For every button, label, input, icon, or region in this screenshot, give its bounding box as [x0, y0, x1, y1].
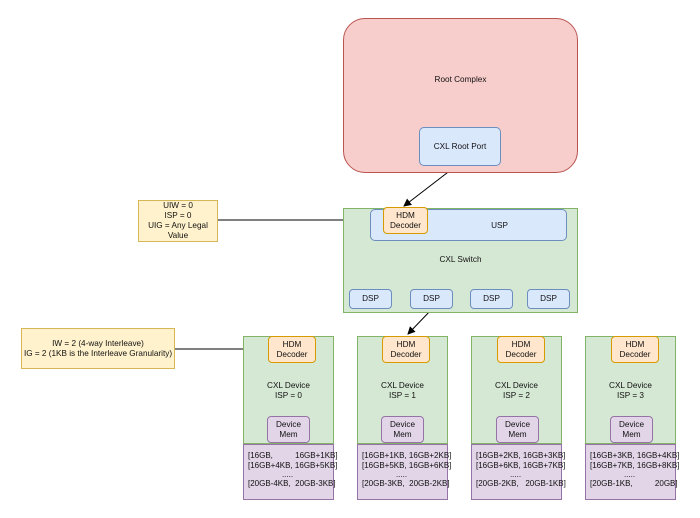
- device-0-hdm-decoder: HDM Decoder: [268, 336, 316, 363]
- switch-note-line-4: Value: [167, 231, 189, 240]
- device-2-range-1: [16GB+2KB, 16GB+3KB]: [476, 451, 566, 460]
- device-note-line-2: IG = 2 (1KB is the Interleave Granularit…: [23, 348, 173, 358]
- device-1-address-ranges: [16GB+1KB, 16GB+2KB] [16GB+5KB, 16GB+6KB…: [357, 444, 452, 500]
- device-0-hdm-label: HDM Decoder: [276, 339, 308, 359]
- device-0-range-1: [16GB, 16GB+1KB]: [248, 451, 338, 460]
- device-3-address-ranges: [16GB+3KB, 16GB+4KB] [16GB+7KB, 16GB+8KB…: [585, 444, 680, 500]
- device-1-mem: Device Mem: [381, 416, 424, 443]
- device-1-range-2: [16GB+5KB, 16GB+6KB]: [362, 461, 452, 470]
- device-0-mem: Device Mem: [267, 416, 310, 443]
- cxl-root-port-label: CXL Root Port: [433, 141, 487, 151]
- device-1-isp: ISP = 1: [389, 391, 416, 400]
- device-1-hdm-label: HDM Decoder: [390, 339, 422, 359]
- switch-note-line-2: ISP = 0: [164, 211, 192, 220]
- device-1-mem-label: Device Mem: [389, 419, 416, 439]
- device-3-hdm-decoder: HDM Decoder: [611, 336, 659, 363]
- device-0-range-3: [20GB-4KB, 20GB-3KB]: [248, 479, 336, 488]
- device-3-mem-label: Device Mem: [618, 419, 645, 439]
- device-0-isp: ISP = 0: [275, 391, 302, 400]
- usp-label: USP: [491, 221, 508, 230]
- arrow-dsp-to-device-hdm: [407, 308, 433, 335]
- device-3-range-ellipsis: .....: [623, 470, 636, 479]
- device-2-mem-label: Device Mem: [504, 419, 531, 439]
- device-1-range-ellipsis: .....: [395, 470, 408, 479]
- dsp-0: DSP: [349, 289, 392, 309]
- device-3-range-2: [16GB+7KB, 16GB+8KB]: [590, 461, 680, 470]
- switch-hdm-decoder-label: HDM Decoder: [390, 210, 421, 230]
- cxl-switch-label: CXL Switch: [439, 255, 482, 264]
- dsp-3: DSP: [527, 289, 570, 309]
- dsp-0-label: DSP: [362, 294, 379, 303]
- device-1-range-3: [20GB-3KB, 20GB-2KB]: [362, 479, 450, 488]
- device-2-range-3: [20GB-2KB, 20GB-1KB]: [476, 479, 566, 488]
- device-3-hdm-label: HDM Decoder: [619, 339, 651, 359]
- device-2-isp: ISP = 2: [503, 391, 530, 400]
- device-2-range-2: [16GB+6KB, 16GB+7KB]: [476, 461, 566, 470]
- device-2-hdm-decoder: HDM Decoder: [497, 336, 545, 363]
- device-2-range-ellipsis: .....: [509, 470, 522, 479]
- device-0-range-2: [16GB+4KB, 16GB+5KB]: [248, 461, 338, 470]
- dsp-2-label: DSP: [483, 294, 500, 303]
- switch-decoder-note: UIW = 0 ISP = 0 UIG = Any Legal Value: [138, 200, 218, 242]
- device-0-range-ellipsis: .....: [281, 470, 294, 479]
- device-1-title: CXL Device: [381, 381, 424, 390]
- device-decoder-note: IW = 2 (4-way Interleave) IG = 2 (1KB is…: [21, 328, 175, 369]
- device-2-address-ranges: [16GB+2KB, 16GB+3KB] [16GB+6KB, 16GB+7KB…: [471, 444, 566, 500]
- cxl-root-port: CXL Root Port: [419, 127, 501, 166]
- device-0-address-ranges: [16GB, 16GB+1KB] [16GB+4KB, 16GB+5KB] ..…: [243, 444, 338, 500]
- device-3-range-3: [20GB-1KB, 20GB]: [590, 479, 678, 488]
- dsp-1: DSP: [410, 289, 453, 309]
- device-0-title: CXL Device: [267, 381, 310, 390]
- device-note-line-1: IW = 2 (4-way Interleave): [52, 338, 144, 348]
- device-0-mem-label: Device Mem: [275, 419, 302, 439]
- dsp-1-label: DSP: [423, 294, 440, 303]
- device-1-hdm-decoder: HDM Decoder: [382, 336, 430, 363]
- device-3-title: CXL Device: [609, 381, 652, 390]
- switch-note-line-1: UIW = 0: [163, 201, 193, 210]
- device-1-range-1: [16GB+1KB, 16GB+2KB]: [362, 451, 452, 460]
- device-3-mem: Device Mem: [610, 416, 653, 443]
- root-complex-label: Root Complex: [434, 74, 487, 84]
- device-3-range-1: [16GB+3KB, 16GB+4KB]: [590, 451, 680, 460]
- device-3-isp: ISP = 3: [617, 391, 644, 400]
- device-2-title: CXL Device: [495, 381, 538, 390]
- device-2-mem: Device Mem: [496, 416, 539, 443]
- device-2-hdm-label: HDM Decoder: [505, 339, 537, 359]
- switch-hdm-decoder: HDM Decoder: [383, 207, 428, 234]
- dsp-3-label: DSP: [540, 294, 557, 303]
- switch-note-line-3: UIG = Any Legal: [148, 221, 208, 230]
- dsp-2: DSP: [470, 289, 513, 309]
